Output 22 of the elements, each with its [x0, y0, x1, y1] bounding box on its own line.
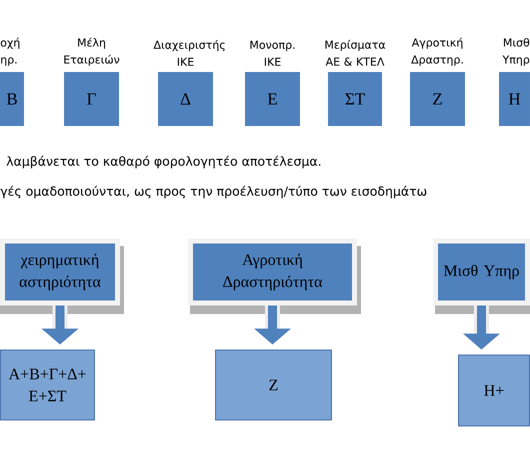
letter-box: Ε	[245, 72, 300, 126]
sentence: γές ομαδοποιούνται, ως προς την προέλευση/τύπο των εισοδημάτω	[0, 186, 426, 198]
column-heading: Διαχειριστής ΙΚΕ	[154, 40, 225, 66]
sentence: λαμβάνεται το καθαρό φορολογητέο αποτέλεσμα.	[6, 156, 320, 168]
callout-box: Αγροτική Δραστηριότητα	[188, 238, 361, 314]
callout-box: Μισθ Υπηρ	[433, 238, 530, 314]
column-heading: Αγροτική Δραστηρ.	[411, 38, 463, 66]
column-heading: Μονοπρ. ΙΚΕ	[250, 40, 294, 66]
letter-box: Γ	[64, 72, 119, 126]
result-box: Α+Β+Γ+Δ+ Ε+ΣΤ	[0, 350, 95, 420]
letter-box: Δ	[158, 72, 213, 126]
column-heading: Μέλη Εταιρειών	[64, 38, 120, 66]
letter-box: Β	[0, 72, 24, 126]
letter-box: Η	[499, 72, 530, 126]
column-heading: Μισθ Υπηρ	[502, 38, 530, 66]
result-box: Η+	[458, 354, 530, 426]
letter-box: Ζ	[410, 72, 465, 126]
callout-box: χειρηματική αστηριότητα	[0, 238, 124, 314]
letter-box: ΣΤ	[328, 72, 382, 126]
column-heading: Μερίσματα ΑΕ & ΚΤΕΛ	[325, 40, 386, 66]
result-box: Ζ	[215, 350, 332, 420]
column-heading: οχή ηρ.	[0, 38, 20, 66]
